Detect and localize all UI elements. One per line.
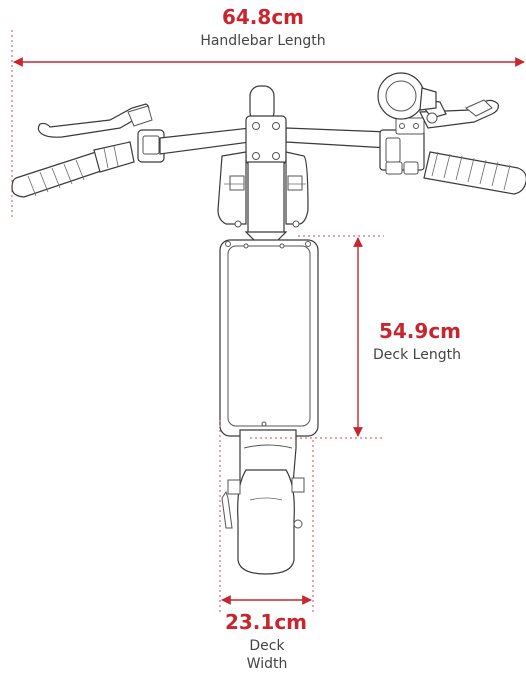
handlebar-length-label: Handlebar Length: [200, 33, 325, 49]
deck-width-dimension: 23.1cm Deck Width: [219, 420, 314, 672]
left-brake-lever: [37, 103, 153, 138]
deck-length-dimension: 54.9cm Deck Length: [250, 235, 461, 439]
deck-length-value: 54.9cm: [379, 319, 461, 343]
right-grip: [423, 151, 526, 195]
display-meter: [377, 72, 438, 124]
left-grip: [11, 141, 135, 198]
left-control-pod: [137, 129, 165, 163]
scooter-drawing: [11, 72, 526, 575]
right-control-block: [379, 117, 425, 175]
deck-width-value: 23.1cm: [225, 610, 307, 634]
handlebar-left-tube: [159, 127, 251, 155]
rear-assembly: [221, 429, 305, 575]
deck-width-label-line2: Width: [247, 656, 288, 672]
deck-width-label-line1: Deck: [249, 638, 285, 654]
handlebar-right-tube: [285, 127, 389, 149]
deck-length-label: Deck Length: [373, 347, 461, 363]
stem-clamp: [245, 85, 287, 165]
handlebar-length-value: 64.8cm: [222, 5, 304, 29]
stem-fork: [217, 151, 309, 251]
handlebar-dimension: 64.8cm Handlebar Length: [11, 5, 525, 218]
deck: [219, 239, 319, 437]
